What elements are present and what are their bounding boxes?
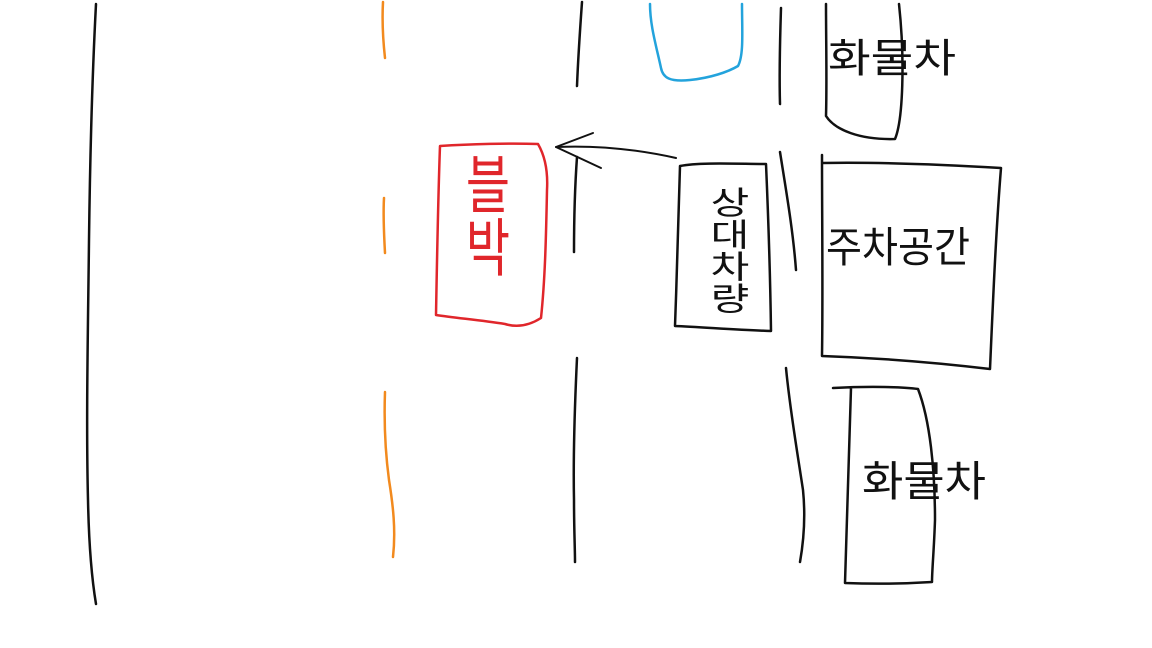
oncoming-car-label: 상대차량	[703, 186, 752, 314]
movement-arrow-head	[555, 132, 602, 169]
parking-area-label: 주차공간	[826, 223, 970, 272]
parking-area-box	[820, 153, 1003, 371]
curb-line-middle	[778, 150, 798, 272]
red-vehicle-box	[434, 142, 549, 327]
blue-vehicle-outline	[648, 2, 744, 82]
lane-line-segment-2	[572, 155, 579, 254]
curb-line-top	[778, 6, 783, 106]
truck-top-label: 화물차	[828, 36, 956, 82]
lane-line-segment-1	[575, 0, 584, 88]
movement-arrow-shaft	[555, 145, 677, 159]
curb-line-bottom	[784, 366, 806, 564]
lane-line-segment-3	[572, 356, 579, 564]
truck-bottom-box	[831, 385, 937, 585]
red-box-label: 블박	[455, 152, 511, 278]
center-line-segment-1	[381, 0, 387, 60]
oncoming-car-box	[673, 162, 773, 333]
truck-top-box	[824, 2, 904, 141]
center-line-segment-2	[382, 196, 387, 255]
center-line-segment-3	[383, 390, 396, 559]
truck-bottom-label: 화물차	[862, 457, 986, 506]
road-left-edge-line	[85, 2, 98, 606]
